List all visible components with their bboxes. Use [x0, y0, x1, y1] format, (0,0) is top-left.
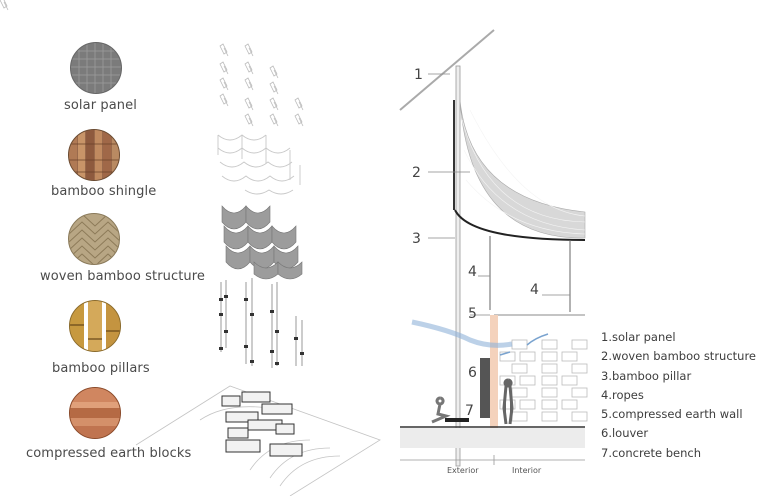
- callout-3: 3: [412, 231, 421, 247]
- exploded-bamboo-pillars: [219, 278, 304, 368]
- solar-grid-icon: [71, 43, 121, 93]
- concrete-bench: [445, 418, 469, 422]
- legend-item: 3.bamboo pillar: [601, 368, 692, 383]
- exploded-bamboo-shingles: [217, 134, 301, 195]
- callout-7: 7: [465, 403, 474, 419]
- site-buildings: [221, 391, 303, 457]
- legend-item: 5.compressed earth wall: [601, 407, 743, 422]
- person-standing: [502, 378, 514, 425]
- material-label-woven-bamboo: woven bamboo structure: [40, 269, 206, 284]
- earth-block-swatch: [69, 387, 121, 439]
- callout-4b: 4: [530, 282, 539, 298]
- section-drawing: 1 2 3 4 4 5 6 7: [399, 29, 588, 467]
- callout-6: 6: [468, 365, 477, 381]
- roof-edge: [454, 209, 586, 241]
- legend-item: 1.solar panel: [601, 330, 676, 344]
- airflow-arrow-out: [526, 333, 549, 346]
- bamboo-pillar-icon: [70, 301, 120, 351]
- callout-5: 5: [468, 306, 477, 322]
- woven-roof-shell: [459, 99, 586, 239]
- louver: [480, 358, 490, 418]
- ground: [400, 428, 585, 448]
- exploded-solar-panels: [0, 0, 304, 127]
- zone-interior: Interior: [512, 466, 542, 475]
- bamboo-pillar-post: [455, 65, 461, 467]
- material-label-solar-panel: solar panel: [64, 98, 137, 113]
- material-label-bamboo-pillars: bamboo pillars: [52, 361, 150, 376]
- callout-2: 2: [412, 165, 421, 181]
- compressed-earth-wall: [490, 315, 498, 445]
- solar-panel-swatch: [70, 42, 122, 94]
- zone-exterior: Exterior: [447, 466, 479, 475]
- bamboo-pillar-swatch: [69, 300, 121, 352]
- callout-1: 1: [414, 67, 423, 83]
- person-sitting: [431, 396, 451, 424]
- woven-bamboo-swatch: [68, 213, 120, 265]
- bamboo-shingle-swatch: [68, 129, 120, 181]
- legend-item: 2.woven bamboo structure: [601, 349, 757, 364]
- bamboo-shingle-icon: [69, 130, 119, 180]
- section-legend: 1.solar panel 2.woven bamboo structure 3…: [601, 328, 756, 463]
- legend-item: 7.concrete bench: [601, 445, 702, 460]
- material-label-earth-blocks: compressed earth blocks: [26, 446, 192, 461]
- airflow-arrow: [411, 319, 513, 348]
- exploded-woven-structure: [221, 205, 303, 280]
- material-label-bamboo-shingle: bamboo shingle: [51, 184, 157, 199]
- legend-item: 6.louver: [601, 426, 649, 441]
- callout-4a: 4: [468, 264, 477, 280]
- solar-panel-line: [399, 29, 495, 111]
- legend-item: 4.ropes: [601, 387, 644, 402]
